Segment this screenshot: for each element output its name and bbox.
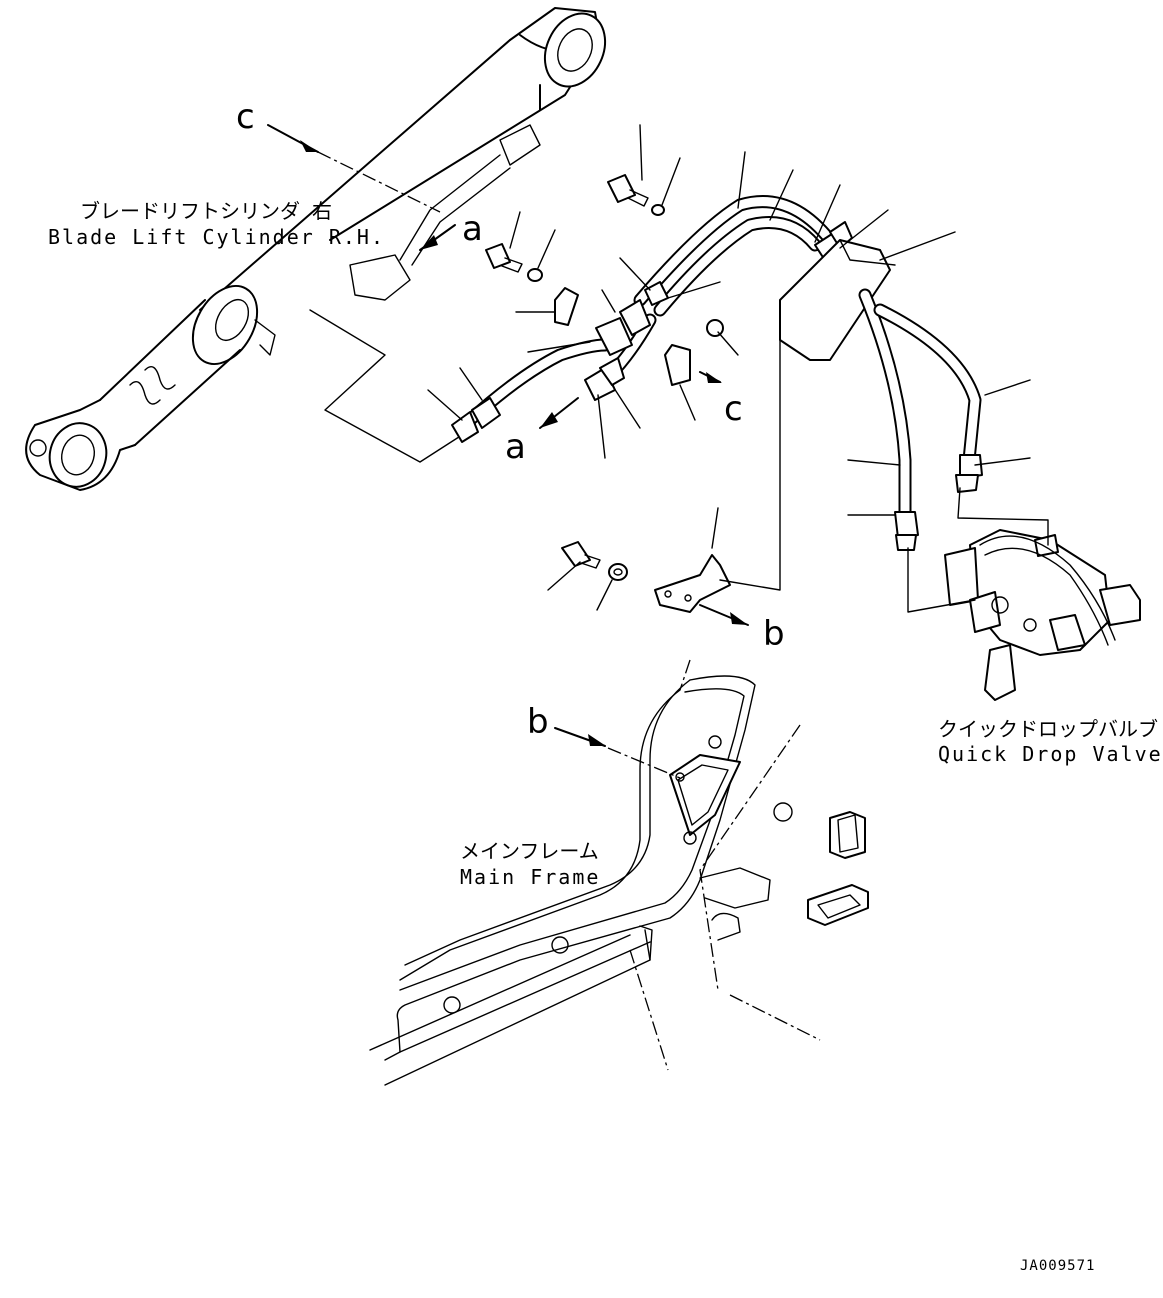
svg-text:c: c [724,389,743,429]
main-frame [369,659,869,1086]
svg-text:クイックドロップバルブ: クイックドロップバルブ [938,717,1158,741]
svg-text:c: c [236,97,255,137]
svg-text:Main Frame: Main Frame [460,865,600,889]
frame-label: メインフレーム Main Frame [460,839,600,889]
leader-cylinder-fitting [309,309,463,463]
leader-lines [427,124,1049,613]
hoses-to-valve [858,288,983,551]
view-b-arrow-lower: b [527,702,681,779]
svg-text:Quick Drop Valve: Quick Drop Valve [938,742,1163,766]
valve-block [779,239,896,361]
svg-text:b: b [763,614,785,654]
cylinder-label: ブレードリフトシリンダ 右 Blade Lift Cylinder R.H. [48,199,385,249]
view-c-arrow-top: c [236,97,441,213]
view-a-arrow-top: a [419,209,483,251]
hose-assembly [451,174,853,443]
view-b-arrow-middle: b [699,604,785,654]
view-c-arrow-lower: c [699,371,743,429]
mounting-bracket [561,541,731,613]
valve-label: クイックドロップバルブ Quick Drop Valve [938,717,1163,766]
svg-text:メインフレーム: メインフレーム [460,839,599,863]
svg-text:a: a [505,427,526,467]
view-a-arrow-lower: a [505,397,579,467]
quick-drop-valve [944,529,1141,701]
blade-lift-cylinder [25,7,607,491]
svg-text:a: a [462,209,483,249]
svg-text:Blade Lift Cylinder R.H.: Blade Lift Cylinder R.H. [48,225,385,249]
drawing-number: JA009571 [1020,1258,1095,1274]
svg-text:ブレードリフトシリンダ 右: ブレードリフトシリンダ 右 [80,199,332,223]
svg-text:b: b [527,702,549,742]
